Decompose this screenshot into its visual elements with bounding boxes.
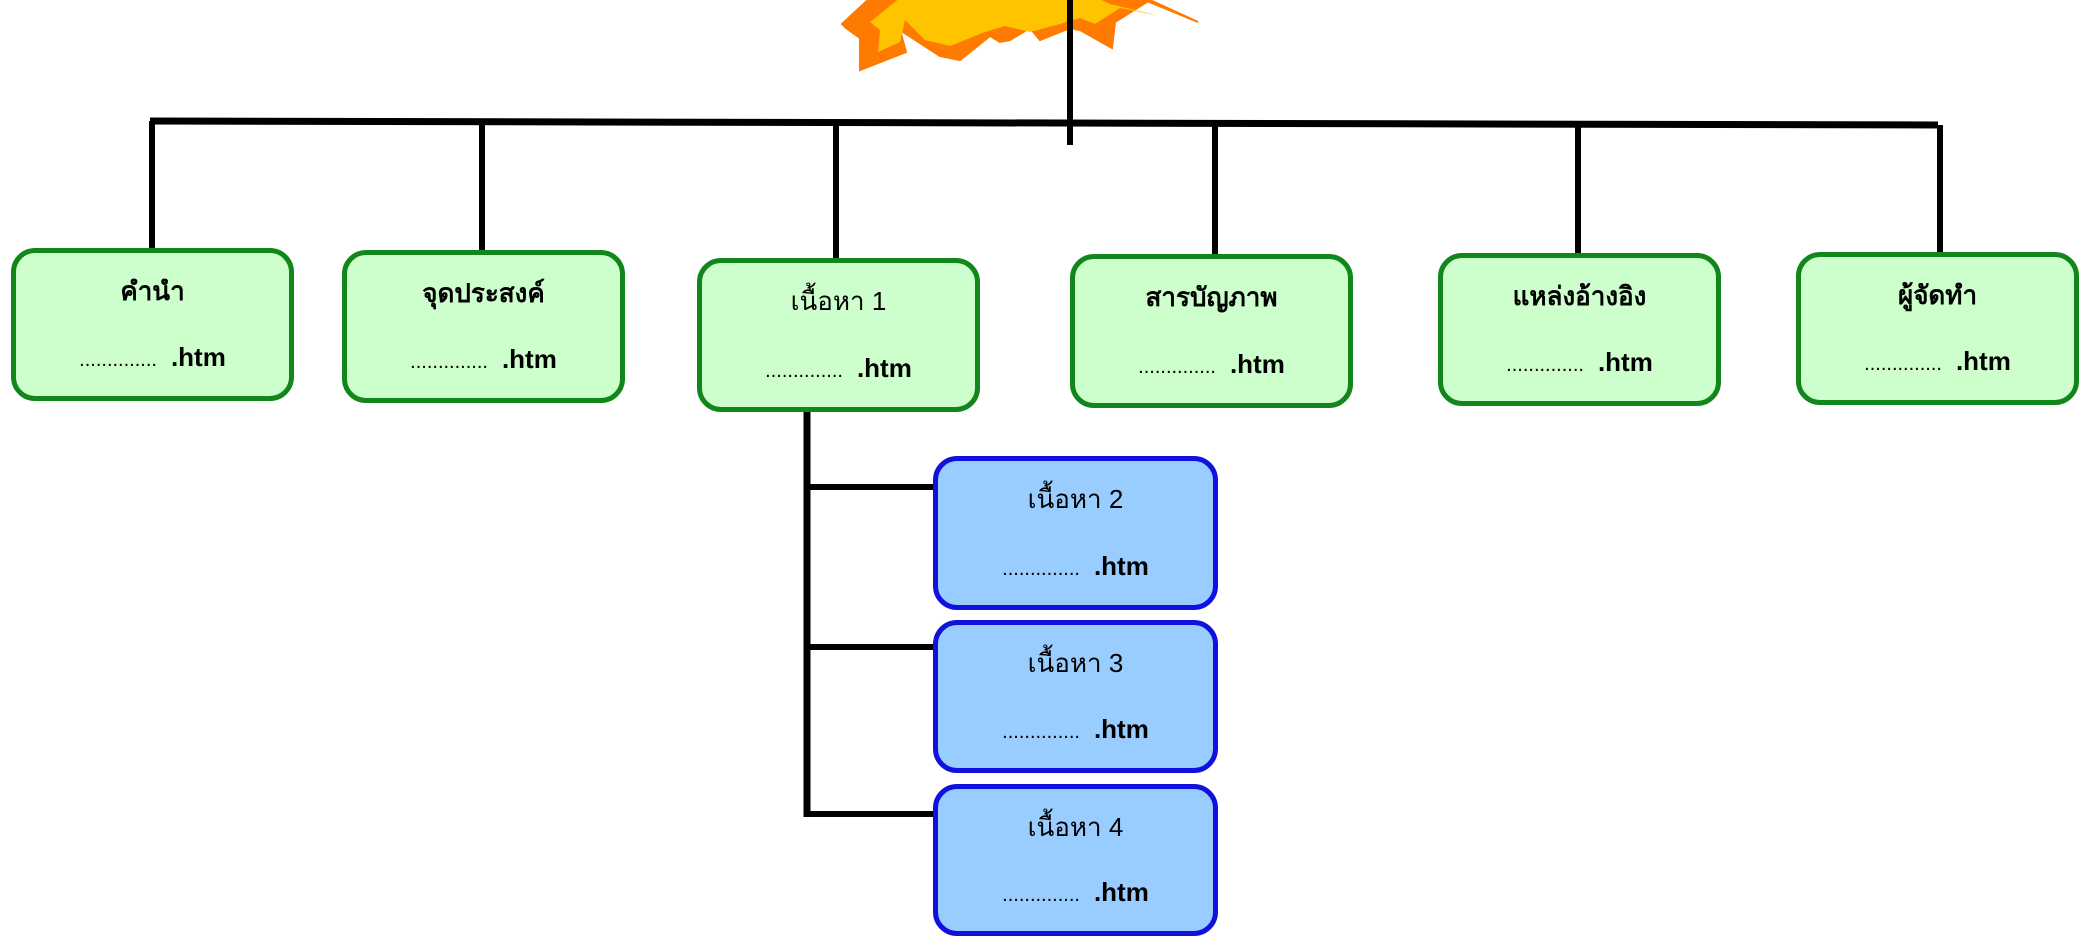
page-node-content-2: เนื้อหา 2 .............. .htm	[933, 456, 1218, 610]
node-title: เนื้อหา 1	[790, 286, 887, 316]
page-node-content-4: เนื้อหา 4 .............. .htm	[933, 784, 1218, 936]
page-node-content-3: เนื้อหา 3 .............. .htm	[933, 620, 1218, 773]
file-extension: .htm	[170, 342, 226, 372]
page-node-objectives: จุดประสงค์ .............. .htm	[342, 250, 625, 403]
file-extension: .htm	[1229, 349, 1285, 379]
filename-placeholder: ..............	[1506, 354, 1584, 376]
filename-placeholder: ..............	[1002, 884, 1080, 906]
filename-placeholder: ..............	[410, 351, 488, 373]
node-filename: .............. .htm	[938, 713, 1213, 750]
file-extension: .htm	[1093, 877, 1149, 907]
node-filename: .............. .htm	[16, 341, 289, 378]
node-filename: .............. .htm	[1801, 345, 2074, 382]
file-extension: .htm	[1955, 346, 2011, 376]
node-title: ผู้จัดทำ	[1897, 280, 1978, 310]
node-title: คำนำ	[120, 276, 185, 306]
file-extension: .htm	[1093, 714, 1149, 744]
page-node-authors: ผู้จัดทำ .............. .htm	[1796, 252, 2079, 405]
node-title: เนื้อหา 2	[1027, 484, 1124, 514]
node-filename: .............. .htm	[1075, 348, 1348, 385]
page-node-figure-index: สารบัญภาพ .............. .htm	[1070, 254, 1353, 408]
page-node-content-1: เนื้อหา 1 .............. .htm	[697, 258, 980, 412]
main-bus	[149, 117, 1939, 129]
filename-placeholder: ..............	[1002, 558, 1080, 580]
node-title: แหล่งอ้างอิง	[1512, 281, 1647, 311]
node-title: เนื้อหา 3	[1027, 648, 1124, 678]
filename-placeholder: ..............	[79, 349, 157, 371]
node-title: จุดประสงค์	[422, 278, 545, 308]
node-filename: .............. .htm	[1443, 346, 1716, 383]
filename-placeholder: ..............	[1138, 356, 1216, 378]
page-node-intro: คำนำ .............. .htm	[11, 248, 294, 401]
starburst-inner	[870, 0, 1160, 52]
file-extension: .htm	[1093, 551, 1149, 581]
node-title: สารบัญภาพ	[1145, 282, 1278, 312]
file-extension: .htm	[856, 353, 912, 383]
filename-placeholder: ..............	[1864, 353, 1942, 375]
filename-placeholder: ..............	[765, 360, 843, 382]
file-extension: .htm	[1597, 347, 1653, 377]
page-node-references: แหล่งอ้างอิง .............. .htm	[1438, 253, 1721, 406]
node-filename: .............. .htm	[702, 352, 975, 389]
node-filename: .............. .htm	[938, 876, 1213, 913]
node-title: เนื้อหา 4	[1027, 812, 1124, 842]
file-extension: .htm	[501, 344, 557, 374]
node-filename: .............. .htm	[938, 550, 1213, 587]
node-filename: .............. .htm	[347, 343, 620, 380]
filename-placeholder: ..............	[1002, 721, 1080, 743]
